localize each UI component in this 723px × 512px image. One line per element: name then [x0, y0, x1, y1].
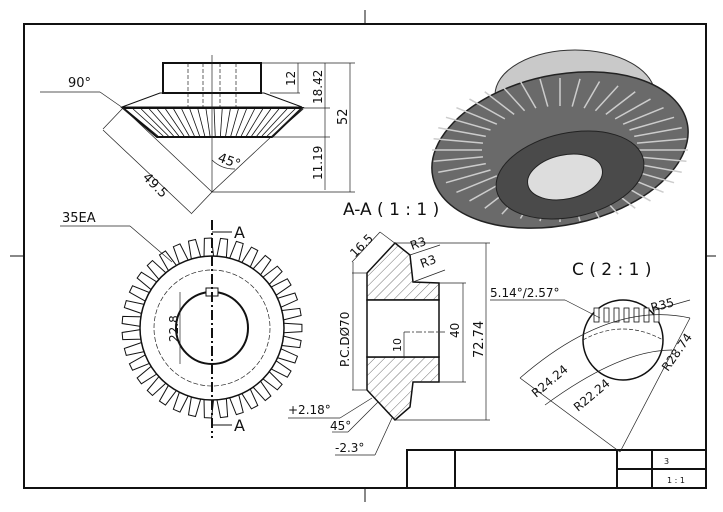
- tooth-line: [235, 108, 247, 137]
- tooth-line: [132, 108, 164, 137]
- center-marks: [10, 10, 716, 502]
- detail-r22: R22.24: [571, 376, 613, 414]
- tooth-line: [240, 108, 255, 137]
- gear-tooth-3d: [456, 175, 498, 194]
- gear-tooth-3d: [438, 162, 486, 173]
- scale-value: 1 : 1: [667, 476, 685, 485]
- dim-18-42: 18.42: [311, 70, 325, 104]
- tooth-line: [261, 108, 288, 137]
- gear-tooth-3d: [571, 78, 581, 107]
- dim-52: 52: [336, 108, 351, 125]
- gear-tooth-3d: [445, 169, 491, 184]
- gear-tooth-3d: [438, 127, 486, 138]
- section-title: A-A ( 1 : 1 ): [343, 200, 439, 220]
- top-view: [40, 55, 355, 215]
- radius-1: R3: [408, 234, 428, 253]
- tooth-line: [272, 108, 304, 137]
- detail-tooth: [623, 307, 630, 323]
- tooth-line: [189, 108, 200, 137]
- hub-dim: 40: [448, 323, 462, 338]
- face-width-dim: 16.5: [347, 231, 376, 260]
- tooth-line: [256, 108, 280, 137]
- bore-dim: 22.8: [167, 315, 181, 342]
- gear-tooth-3d: [433, 156, 484, 163]
- gear-tooth-3d: [469, 98, 506, 120]
- detail-r35: R35: [649, 295, 675, 315]
- keyway-dim: 10: [391, 338, 404, 352]
- teeth-count-label: 35EA: [62, 211, 96, 226]
- detail-angles: 5.14°/2.57°: [490, 286, 559, 300]
- slant-label: 49.5: [139, 170, 170, 201]
- tooth-line: [173, 108, 190, 137]
- gear-tooth-3d: [539, 78, 549, 107]
- detail-r28: R28.74: [659, 331, 695, 374]
- section-mark-bottom: A: [234, 416, 245, 435]
- tooth-line: [165, 108, 185, 137]
- gear-tooth: [281, 322, 303, 334]
- gear-tooth-3d: [501, 85, 526, 112]
- gear-tooth-3d: [614, 98, 651, 120]
- detail-view: [490, 299, 691, 453]
- gear-tooth-3d: [605, 91, 636, 115]
- gear-tooth-3d: [445, 116, 491, 131]
- tooth-line: [197, 108, 206, 137]
- radius-2: R3: [418, 252, 438, 271]
- tooth-line: [181, 108, 195, 137]
- tooth-line: [157, 108, 180, 137]
- front-view: [60, 220, 303, 438]
- tooth-line: [149, 108, 174, 137]
- plus-angle: +2.18°: [288, 403, 331, 417]
- cone-angle-label: 45°: [216, 151, 243, 173]
- dim-11-19: 11.19: [311, 146, 325, 180]
- gear-tooth-3d: [636, 137, 687, 144]
- tooth-line: [124, 108, 159, 137]
- gear-tooth-3d: [622, 106, 664, 125]
- sheet-number: 3: [664, 457, 669, 466]
- dim-12: 12: [284, 71, 298, 86]
- tooth-line: [225, 108, 231, 137]
- gear-tooth-3d: [594, 85, 619, 112]
- gear-tooth-3d: [629, 116, 675, 131]
- pressure-angle: 45°: [330, 419, 351, 433]
- title-block: [406, 449, 707, 489]
- tooth-line: [205, 108, 211, 137]
- tooth-line: [266, 108, 296, 137]
- detail-title: C ( 2 : 1 ): [572, 260, 652, 280]
- tooth-line: [213, 108, 216, 137]
- gear-tooth-3d: [456, 106, 498, 125]
- detail-tooth: [633, 307, 640, 323]
- gear-tooth-3d: [484, 91, 515, 115]
- detail-r24: R24.24: [529, 362, 571, 400]
- section-view: [288, 231, 490, 456]
- tooth-line: [220, 108, 223, 137]
- gear-tooth-3d: [583, 81, 601, 109]
- minus-angle: -2.3°: [335, 441, 364, 455]
- top-angle-label: 90°: [68, 76, 91, 91]
- gear-tooth-3d: [433, 137, 484, 144]
- pcd-dim: P.C.DØ70: [338, 312, 352, 367]
- tooth-line: [246, 108, 264, 137]
- section-mark-top: A: [234, 223, 245, 242]
- tooth-line: [251, 108, 272, 137]
- detail-tooth: [603, 307, 610, 323]
- tooth-line: [140, 108, 169, 137]
- gear-tooth-3d: [519, 81, 537, 109]
- gear-tooth-3d: [634, 127, 682, 138]
- od-dim: 72.74: [472, 321, 487, 358]
- gear-3d-view: [431, 49, 689, 229]
- gear-tooth-3d: [636, 156, 687, 163]
- detail-tooth: [613, 307, 620, 323]
- tooth-line: [230, 108, 239, 137]
